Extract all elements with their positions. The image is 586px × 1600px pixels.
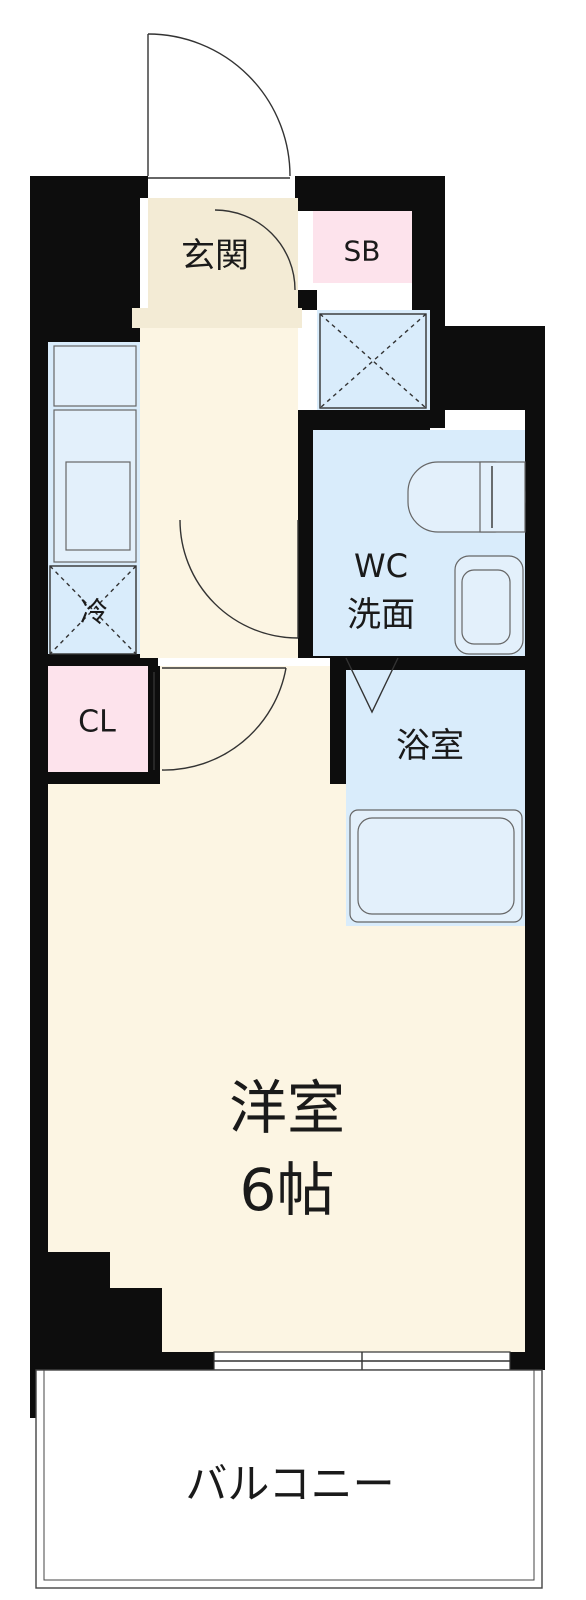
wc-label: WC: [354, 547, 408, 585]
wash-label: 洗面: [347, 595, 415, 635]
bathroom-label: 浴室: [396, 726, 464, 766]
refrigerator-label: 冷: [80, 596, 108, 629]
closet-label: CL: [78, 705, 116, 740]
entrance-label: 玄関: [181, 236, 249, 276]
shoe-box-label: SB: [344, 235, 381, 268]
balcony: [35, 1369, 543, 1589]
western-room-size: 6帖: [240, 1156, 335, 1224]
floors: [48, 198, 525, 1352]
fixtures: [49, 33, 526, 1371]
balcony-label: バルコニー: [185, 1460, 394, 1509]
room-labels: 玄関 SB 冷 CL WC 洗面 浴室 洋室 6帖 バルコニー: [78, 235, 464, 1509]
western-room-label: 洋室: [229, 1074, 345, 1142]
